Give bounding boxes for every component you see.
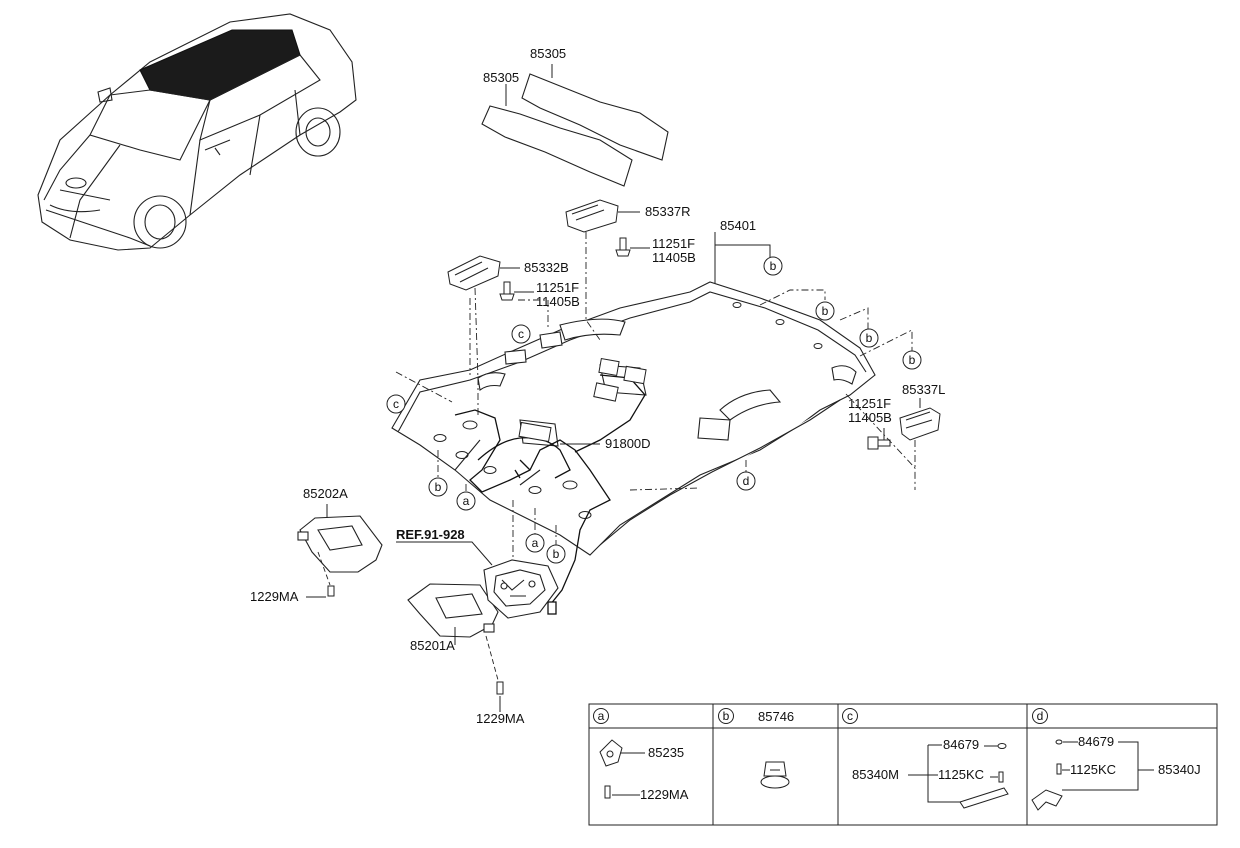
svg-text:b: b: [909, 353, 916, 367]
callout-11405B-b: 11405B: [536, 294, 580, 309]
callout-1229MA-b: 1229MA: [476, 711, 525, 726]
legend-d-item-1: 84679: [1078, 734, 1114, 749]
grab-handle-icon: [1031, 789, 1063, 811]
marker-b-top: b: [763, 256, 783, 276]
legend-a-item-1: 85235: [648, 745, 684, 760]
cap-icon: [997, 743, 1007, 749]
bracket-85332B: [447, 255, 501, 291]
callout-85337L: 85337L: [902, 382, 945, 397]
legend-table: [588, 703, 1218, 826]
legend-cell-b: b 85746: [718, 708, 794, 789]
marker-b-6: b: [546, 544, 566, 564]
car-illustration: [37, 13, 357, 251]
marker-d: d: [736, 471, 756, 491]
clip-85746-icon: [760, 761, 790, 789]
legend-cell-d: d 84679 1125KC 85340J: [1031, 708, 1201, 811]
legend-a-letter: a: [598, 709, 605, 723]
marker-b-3: b: [859, 328, 879, 348]
cap-icon: [1055, 739, 1063, 745]
callout-1229MA-a: 1229MA: [250, 589, 299, 604]
screw-icon: [496, 681, 504, 695]
ref-91-928: REF.91-928: [396, 527, 465, 542]
legend-c-item-1: 84679: [943, 737, 979, 752]
headliner-holes: [433, 302, 823, 519]
marker-a-2: a: [525, 533, 545, 553]
callout-11251F-a: 11251F: [652, 236, 695, 251]
assembly-dash-lines: [395, 232, 916, 610]
marker-b-4: b: [902, 350, 922, 370]
svg-text:b: b: [435, 480, 442, 494]
roof-pad-85305: [481, 73, 669, 187]
callout-85337R: 85337R: [645, 204, 691, 219]
callout-11405B-c: 11405B: [848, 410, 892, 425]
screw-icon: [998, 771, 1004, 783]
callout-91800D: 91800D: [605, 436, 651, 451]
leader-85401: [714, 232, 771, 285]
callout-11251F-b: 11251F: [536, 280, 579, 295]
svg-text:c: c: [393, 397, 399, 411]
callout-85305-lower: 85305: [483, 70, 519, 85]
bolt-icon: [499, 281, 515, 301]
clip-85235-icon: [599, 739, 623, 767]
legend-d-item-2: 1125KC: [1070, 762, 1116, 777]
callout-85201A: 85201A: [410, 638, 455, 653]
marker-a-1: a: [456, 491, 476, 511]
callout-85401: 85401: [720, 218, 756, 233]
bracket-85337L: [899, 407, 941, 441]
legend-c-letter: c: [847, 709, 853, 723]
overhead-console: [483, 559, 559, 619]
callout-85332B: 85332B: [524, 260, 569, 275]
dash-1229MA-a: [317, 551, 331, 586]
screw-icon: [1056, 763, 1062, 775]
svg-text:c: c: [518, 327, 524, 341]
marker-b-5: b: [428, 477, 448, 497]
headliner-85401: [391, 281, 876, 556]
dash-1229MA-b: [485, 635, 499, 681]
legend-c-assembly: 85340M: [852, 767, 899, 782]
legend-b-letter: b: [723, 709, 730, 723]
marker-b-2: b: [815, 301, 835, 321]
grab-handle-icon: [959, 787, 1009, 809]
svg-text:b: b: [866, 331, 873, 345]
legend-cell-a: a 85235 1229MA: [593, 708, 689, 802]
callout-11251F-c: 11251F: [848, 396, 891, 411]
svg-text:b: b: [770, 259, 777, 273]
wiring-harness-91800D: [454, 374, 646, 615]
bracket-85337R: [565, 199, 619, 233]
svg-text:a: a: [532, 536, 539, 550]
legend-a-item-2: 1229MA: [640, 787, 689, 802]
callout-85305-upper: 85305: [530, 46, 566, 61]
callout-11405B-a: 11405B: [652, 250, 696, 265]
legend-cell-c: c 85340M 84679 1125KC: [842, 708, 1009, 809]
bolt-icon: [867, 436, 891, 450]
harness-clips: [518, 357, 647, 443]
legend-b-title: 85746: [758, 709, 794, 724]
legend-c-item-2: 1125KC: [938, 767, 984, 782]
bolt-icon: [615, 237, 631, 257]
screw-icon: [327, 585, 335, 597]
sun-visor-85202A: [297, 515, 383, 573]
sun-visor-85201A: [407, 583, 499, 638]
legend-d-assembly: 85340J: [1158, 762, 1201, 777]
marker-c-1: c: [511, 324, 531, 344]
svg-text:b: b: [553, 547, 560, 561]
marker-c-2: c: [386, 394, 406, 414]
svg-text:d: d: [743, 474, 750, 488]
legend-d-letter: d: [1037, 709, 1044, 723]
callout-85202A: 85202A: [303, 486, 348, 501]
screw-icon: [604, 785, 611, 799]
leader-ref: [396, 541, 493, 566]
svg-text:a: a: [463, 494, 470, 508]
svg-text:b: b: [822, 304, 829, 318]
